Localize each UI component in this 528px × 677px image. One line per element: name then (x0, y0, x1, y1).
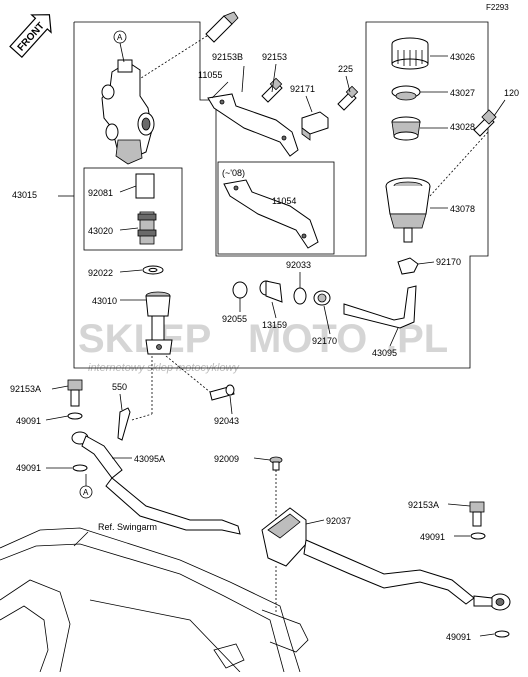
guide-92037 (261, 507, 307, 567)
washer-49091-left-top (67, 412, 83, 420)
label-43020: 43020 (88, 226, 113, 236)
swingarm-outline (0, 527, 309, 673)
mark-a-top-text: A (117, 33, 123, 42)
mark-a-top: A (113, 30, 127, 63)
label-49091-left-top: 49091 (16, 416, 41, 426)
plate-43027 (391, 85, 421, 101)
pin-550 (117, 407, 131, 441)
screw-120 (473, 109, 497, 137)
assembly-frame (73, 21, 489, 369)
figure-code: F2293 (486, 3, 509, 12)
mark-a-lower-text: A (83, 488, 89, 497)
label-11054: 11054 (272, 196, 296, 206)
label-43095: 43095 (372, 348, 397, 358)
label-13159: 13159 (262, 320, 287, 330)
label-92055: 92055 (222, 314, 247, 324)
oring-92055 (232, 281, 248, 299)
cap-43026 (391, 37, 429, 70)
label-92170-upper: 92170 (436, 257, 461, 267)
label-43095A: 43095A (134, 454, 165, 464)
label-92081: 92081 (88, 188, 113, 198)
label-92171: 92171 (290, 84, 315, 94)
label-43027: 43027 (450, 88, 475, 98)
label-49091-right-bottom: 49091 (446, 632, 471, 642)
label-49091-right-top: 49091 (420, 532, 445, 542)
label-550: 550 (112, 382, 127, 392)
ref-swingarm-note: Ref. Swingarm (98, 522, 157, 532)
screw-92009 (269, 456, 283, 520)
version-box (217, 161, 335, 255)
label-43015: 43015 (12, 190, 37, 200)
clamp-92171 (301, 111, 329, 141)
piston-kit-box (83, 167, 183, 251)
fitting-13159 (259, 280, 283, 303)
clamp-92170-lower (313, 290, 331, 306)
clamp-92170-upper (397, 257, 419, 275)
bolt-92153B (137, 11, 239, 81)
hose-43095 (343, 285, 417, 329)
label-43010: 43010 (92, 296, 117, 306)
diaphragm-43028 (391, 116, 421, 141)
label-43026: 43026 (450, 52, 475, 62)
version-note: (~'08) (222, 168, 245, 178)
washer-92022 (142, 265, 164, 275)
label-225: 225 (338, 64, 353, 74)
watermark-brand-left: SKLEP (78, 317, 211, 361)
part-labels: 92153B 92153 11055 225 92171 43026 43027… (10, 52, 519, 642)
label-92153A-left: 92153A (10, 384, 41, 394)
screw-225 (337, 85, 359, 111)
mark-a-lower: A (79, 474, 93, 499)
watermark-brand-right: MOTO (248, 317, 367, 361)
banjo-bolt-92153A-right (469, 501, 510, 638)
leader-lines (45, 55, 506, 637)
hose-43095A (71, 431, 241, 535)
label-92043: 92043 (214, 416, 239, 426)
pushrod-43010 (145, 291, 173, 355)
washer-49091-left-bottom (72, 464, 88, 472)
label-11055: 11055 (198, 70, 222, 80)
spring-92081 (135, 173, 155, 199)
label-120: 120 (504, 88, 519, 98)
label-92022: 92022 (88, 268, 113, 278)
label-92153A-right: 92153A (408, 500, 439, 510)
label-43078: 43078 (450, 204, 475, 214)
bracket-11055 (207, 93, 299, 157)
label-92009: 92009 (214, 454, 239, 464)
banjo-bolt-92153A-left (67, 379, 83, 407)
reservoir-43078 (385, 131, 489, 243)
master-cylinder-body (101, 59, 155, 165)
hose-rear-caliper (303, 539, 511, 611)
label-43028: 43028 (450, 122, 475, 132)
front-arrow-icon: FRONT (9, 14, 52, 59)
label-92037: 92037 (326, 516, 351, 526)
label-92153B: 92153B (212, 52, 243, 62)
label-49091-left-bottom: 49091 (16, 463, 41, 473)
label-92170-lower: 92170 (312, 336, 337, 346)
label-92033: 92033 (286, 260, 311, 270)
bracket-11054 (223, 179, 319, 249)
pin-92043 (209, 384, 235, 401)
piston-43020 (137, 211, 157, 245)
clip-92033 (293, 287, 307, 305)
label-92153: 92153 (262, 52, 287, 62)
